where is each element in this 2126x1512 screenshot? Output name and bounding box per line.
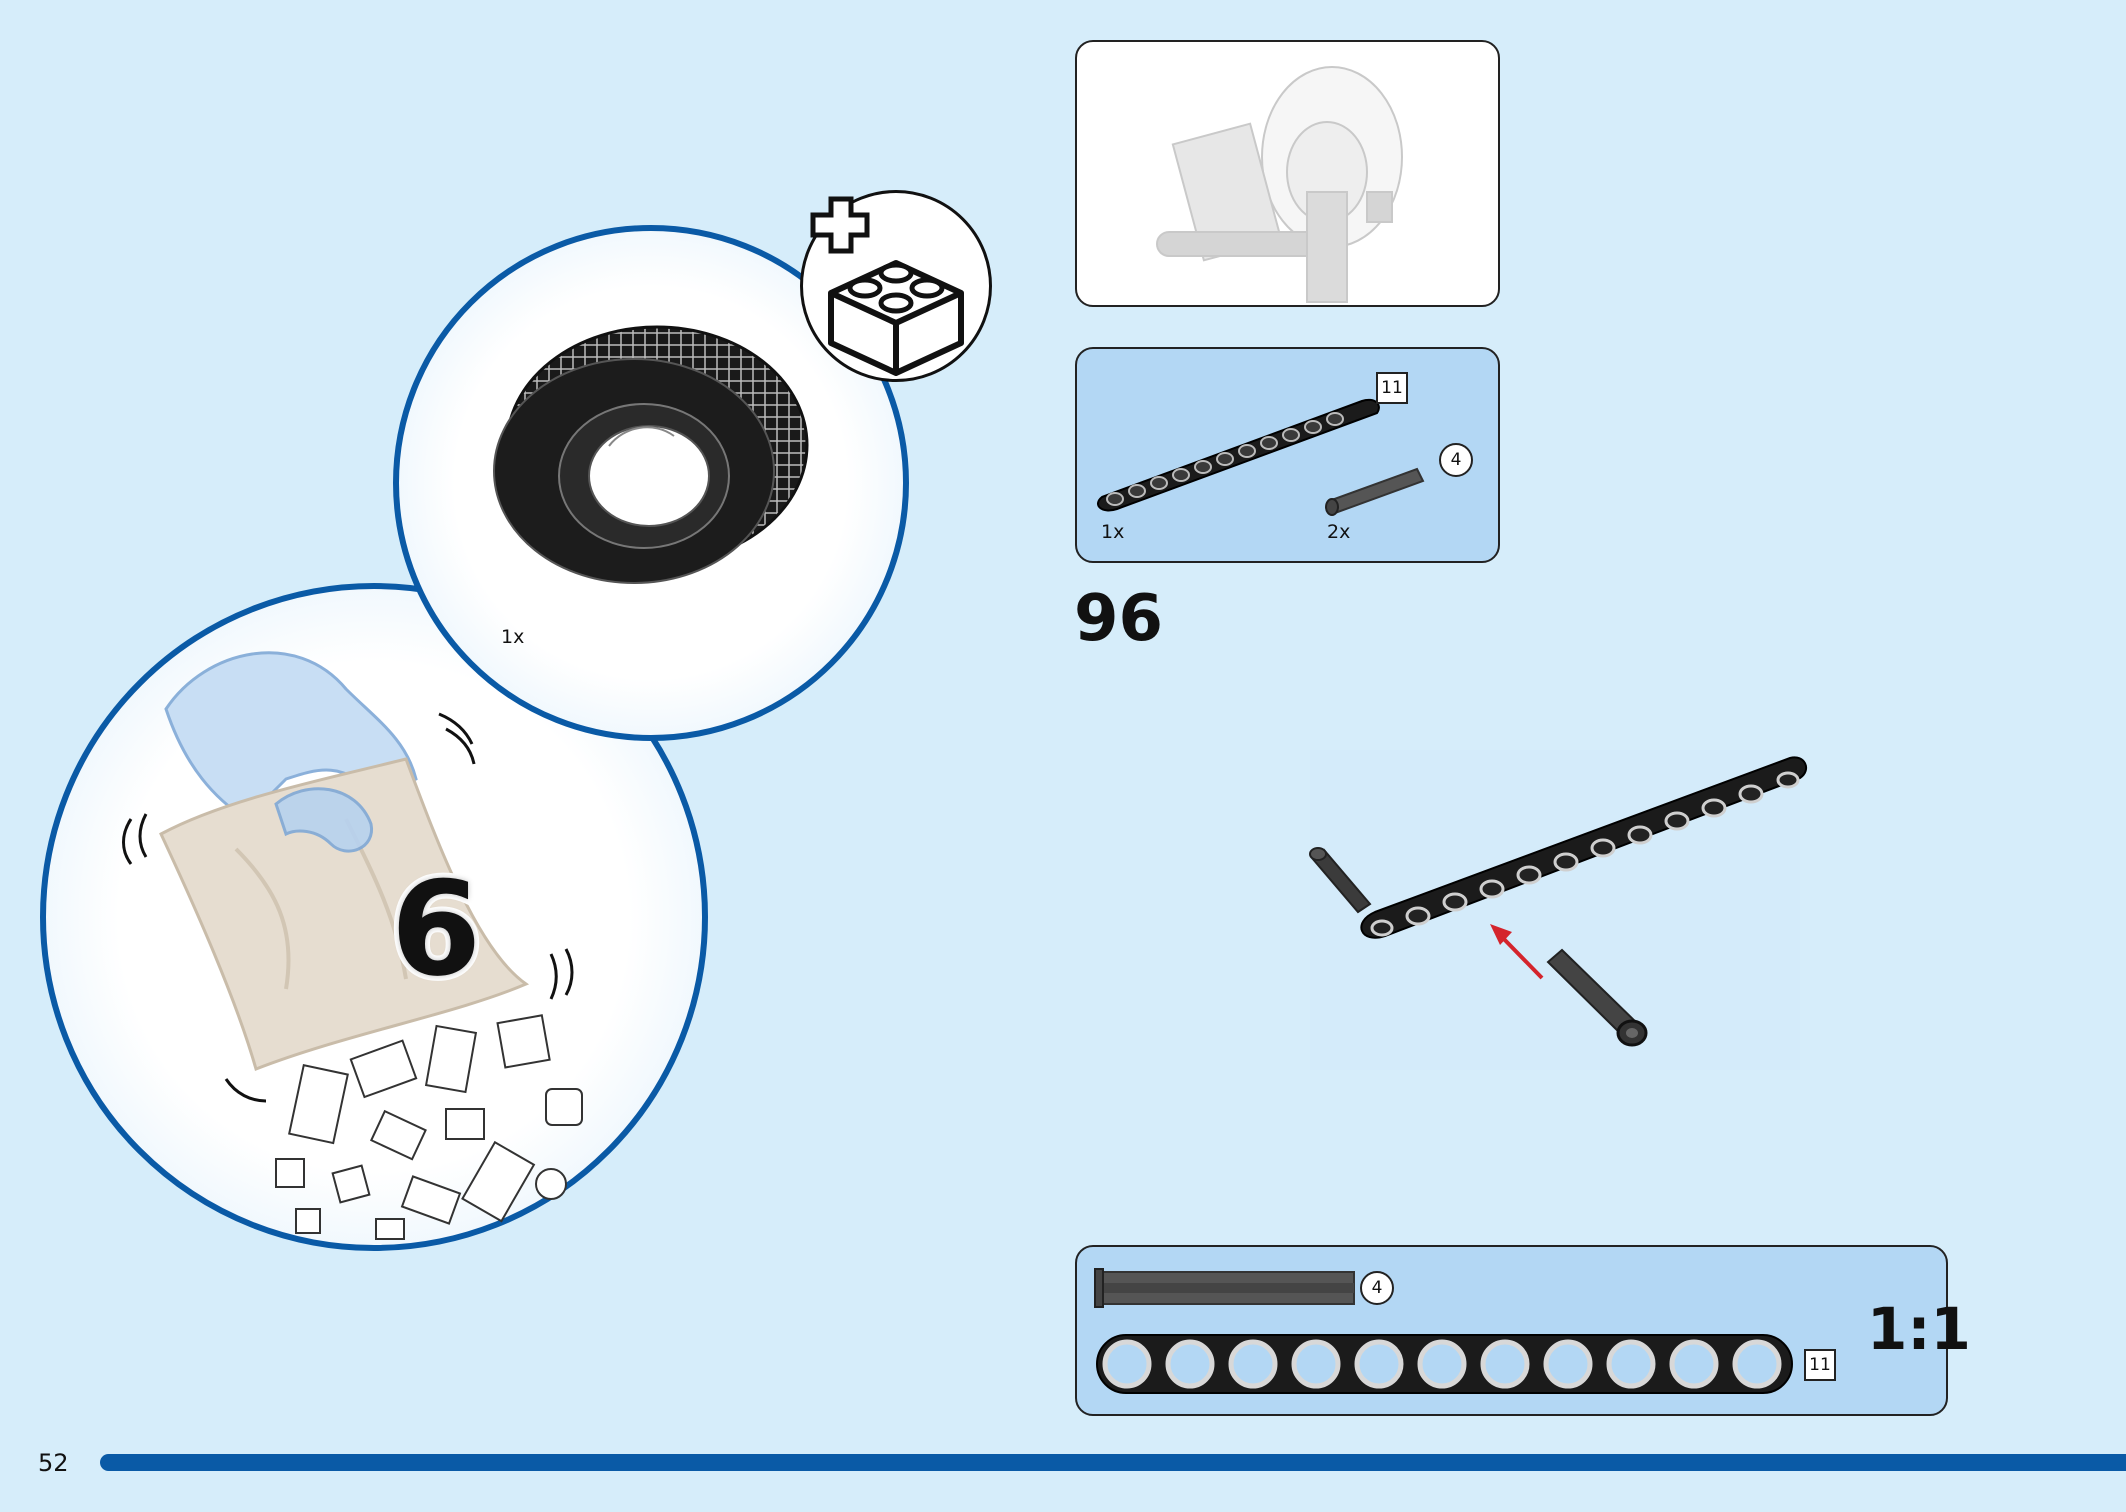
scale-beam-size-label: 11 [1804,1349,1836,1381]
insertion-arrow [1490,924,1544,980]
axle-icon [1325,467,1425,516]
assembly-illustration [1290,740,1810,1080]
axle-quantity: 2x [1327,521,1351,543]
beam-icon [1096,1334,1793,1394]
scale-label: 1:1 [1867,1295,1971,1363]
axle-icon [1094,1268,1355,1308]
bag-number: 6 [386,849,486,1009]
axle-size-label: 4 [1439,443,1473,477]
tire-icon [493,325,809,584]
parts-bag-icon [122,651,583,1240]
model-preview-panel [1075,40,1500,307]
axle-icon [1546,948,1648,1047]
footer-bar [100,1454,2126,1471]
scale-axle-size-label: 4 [1360,1271,1394,1305]
inserted-axle-icon [1309,847,1372,914]
tire-quantity: 1x [501,626,525,648]
beam-icon [1360,756,1808,939]
beam-icon [1097,398,1380,512]
scale-panel: 4 11 1:1 [1075,1245,1971,1416]
new-brick-icon [810,196,964,376]
parts-list-panel: 1x 11 2x 4 [1075,347,1500,563]
new-brick-badge [800,190,992,382]
beam-size-label: 11 [1376,372,1408,404]
page-number: 52 [38,1449,69,1477]
beam-quantity: 1x [1101,521,1125,543]
model-preview-icon [1156,66,1403,303]
step-number: 96 [1074,582,1164,656]
